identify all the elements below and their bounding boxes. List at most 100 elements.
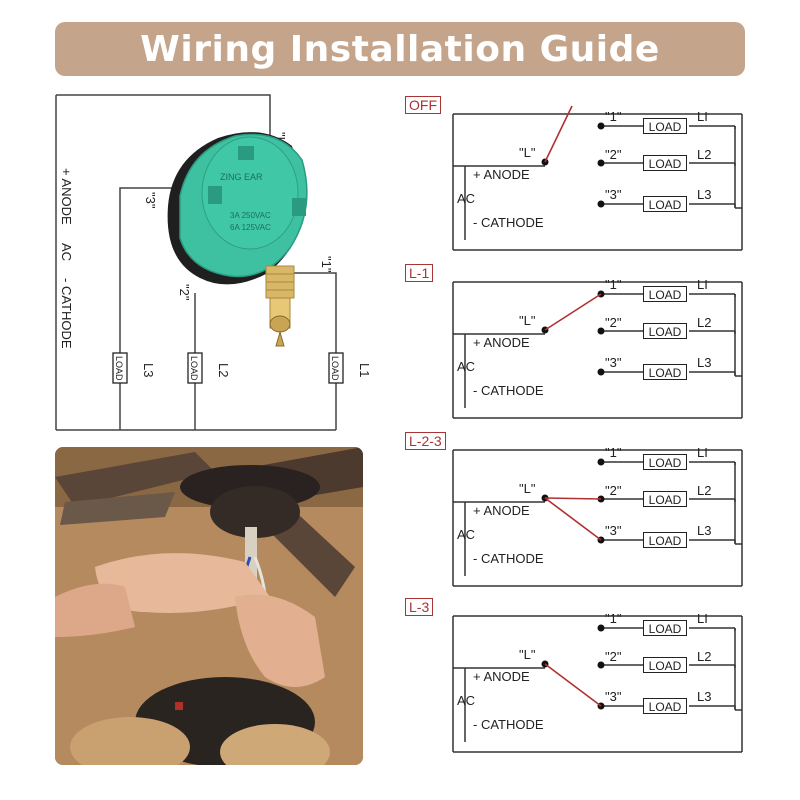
switch-contact-3 [544, 663, 602, 707]
terminal-2-label: "2" [605, 147, 622, 162]
switch-contact-1 [544, 293, 602, 331]
panel-wiring-lines [452, 449, 743, 587]
ac-label: AC [457, 359, 476, 374]
load-box: LOAD [643, 532, 687, 548]
terminal-1-label: "1" [605, 109, 622, 124]
terminal-3-label: "3" [605, 355, 622, 370]
l3-label: L3 [697, 523, 712, 538]
l1-label: LI [697, 277, 708, 292]
panel-wiring-lines [452, 105, 743, 251]
l2-label: L2 [697, 649, 712, 664]
l2-label: L2 [697, 483, 712, 498]
panel-l-2-3: L-2-3 + ANODE AC - CATHODE "L" "1" "2" "3" LOAD L… [405, 432, 743, 588]
panel-tag: L-3 [405, 598, 434, 616]
ac-label: AC [457, 527, 476, 542]
load-box: LOAD [643, 364, 687, 380]
load-box-l3: LOAD [112, 352, 128, 384]
panel-l-3: L-3 + ANODE AC - CATHODE "L" "1" "2" "3" LOAD LOA… [405, 598, 743, 754]
terminal-1-dot [597, 458, 605, 466]
installation-photo [55, 447, 363, 765]
anode-label: + ANODE [473, 503, 530, 518]
anode-label: + ANODE [473, 335, 530, 350]
terminal-3-dot [597, 200, 605, 208]
switch-contact-3 [544, 497, 602, 541]
ac-label: AC [457, 191, 476, 206]
load-box: LOAD [643, 698, 687, 714]
anode-label: + ANODE [473, 167, 530, 182]
panel-l-1: L-1 + ANODE AC - CATHODE "L" "1" "2" "3" LOAD LOA… [405, 264, 743, 420]
terminal-1-dot [597, 624, 605, 632]
title-banner: Wiring Installation Guide [55, 22, 745, 76]
l3-label: L3 [141, 363, 156, 377]
load-box: LOAD [643, 118, 687, 134]
terminal-1-label: "1" [605, 611, 622, 626]
terminal-3-label: "3" [605, 187, 622, 202]
svg-text:LOAD: LOAD [330, 356, 340, 381]
panel-off: OFF + ANODE AC - CATHODE "L" "1" "2" "3" LOAD LOA… [405, 96, 743, 252]
load-box: LOAD [643, 323, 687, 339]
terminal-l-label: "L" [519, 313, 536, 328]
terminal-2-label: "2" [177, 284, 192, 301]
terminal-1-dot [597, 122, 605, 130]
panel-tag: L-1 [405, 264, 434, 282]
load-box: LOAD [643, 657, 687, 673]
terminal-l-label: "L" [519, 145, 536, 160]
panel-tag: OFF [405, 96, 441, 114]
cathode-label: - CATHODE [473, 551, 544, 566]
anode-label: + ANODE [473, 669, 530, 684]
cathode-label: - CATHODE [473, 383, 544, 398]
terminal-1-label: "1" [319, 256, 334, 273]
panel-wiring-lines [452, 615, 743, 753]
l1-label: LI [697, 611, 708, 626]
terminal-2-label: "2" [605, 483, 622, 498]
load-box: LOAD [643, 491, 687, 507]
l3-label: L3 [697, 187, 712, 202]
l2-label: L2 [697, 147, 712, 162]
terminal-1-label: "1" [605, 445, 622, 460]
terminal-l-label: "L" [519, 481, 536, 496]
pull-chain-switch-icon: ZING EAR 3A 250VAC 6A 125VAC [167, 132, 308, 347]
switch-brand-text: ZING EAR [220, 172, 263, 182]
l3-label: L3 [697, 689, 712, 704]
terminal-2-dot [597, 159, 605, 167]
load-box: LOAD [643, 620, 687, 636]
l1-label: L1 [357, 363, 372, 377]
panel-wiring-lines [452, 281, 743, 419]
ac-label: AC [457, 693, 476, 708]
terminal-2-dot [597, 661, 605, 669]
cathode-label: - CATHODE [59, 278, 74, 349]
load-box: LOAD [643, 155, 687, 171]
load-box: LOAD [643, 286, 687, 302]
switch-wiring-diagram: + ANODE AC - CATHODE "L" "3" "2" "1" LOA… [55, 94, 372, 431]
switch-rating-1: 3A 250VAC [230, 211, 271, 220]
page-title: Wiring Installation Guide [140, 28, 660, 70]
l2-label: L2 [216, 363, 231, 377]
terminal-3-label: "3" [605, 689, 622, 704]
svg-text:LOAD: LOAD [189, 356, 199, 381]
switch-contact-open [544, 105, 573, 163]
terminal-3-label: "3" [143, 192, 158, 209]
terminal-3-dot [597, 368, 605, 376]
l2-label: L2 [697, 315, 712, 330]
terminal-3-label: "3" [605, 523, 622, 538]
terminal-2-label: "2" [605, 315, 622, 330]
ac-label: AC [59, 243, 74, 261]
cathode-label: - CATHODE [473, 717, 544, 732]
terminal-l-label: "L" [519, 647, 536, 662]
l1-label: LI [697, 109, 708, 124]
load-box-l2: LOAD [187, 352, 203, 384]
panel-tag: L-2-3 [405, 432, 446, 450]
terminal-2-dot [597, 327, 605, 335]
switch-contact-2 [544, 497, 602, 500]
cathode-label: - CATHODE [473, 215, 544, 230]
load-box: LOAD [643, 454, 687, 470]
terminal-1-label: "1" [605, 277, 622, 292]
load-box-l1: LOAD [328, 352, 344, 384]
load-box: LOAD [643, 196, 687, 212]
svg-text:LOAD: LOAD [114, 356, 124, 381]
anode-label: + ANODE [59, 168, 74, 225]
l3-label: L3 [697, 355, 712, 370]
switch-rating-2: 6A 125VAC [230, 223, 271, 232]
l1-label: LI [697, 445, 708, 460]
terminal-2-label: "2" [605, 649, 622, 664]
